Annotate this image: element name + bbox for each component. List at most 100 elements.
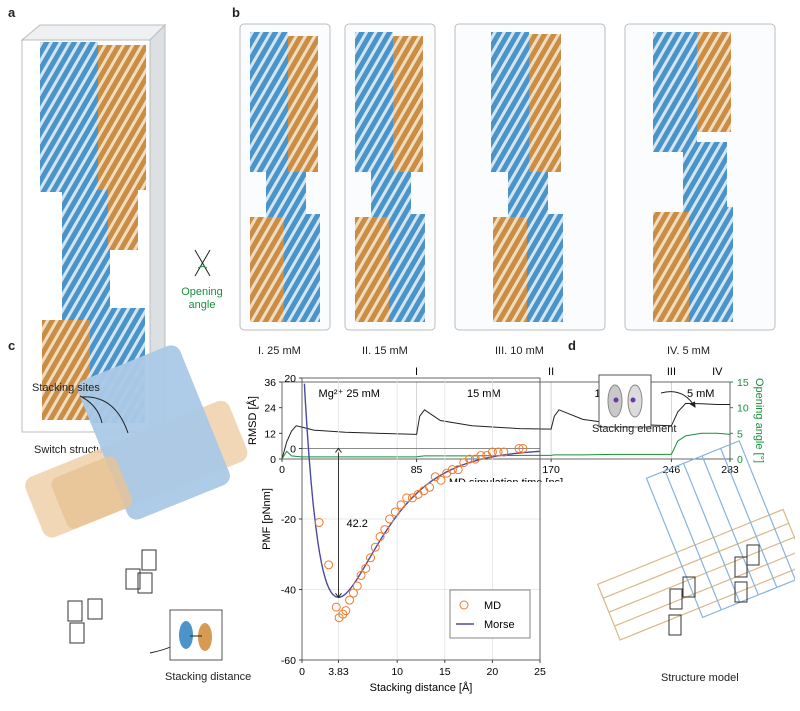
- legend-md-marker: [459, 600, 469, 610]
- md-data-point: [447, 465, 457, 475]
- md-data-point: [396, 500, 406, 510]
- md-snapshots: [239, 23, 776, 331]
- panel-label-a: a: [8, 5, 16, 20]
- rmsd-segment-label: 5 mM: [687, 388, 715, 400]
- md-data-point: [514, 444, 524, 453]
- panel-label-d: d: [568, 338, 576, 353]
- depth-arrow-head-top: [335, 447, 342, 453]
- md-data-point: [341, 606, 351, 616]
- angle-ylabel: Opening angle [°]: [753, 378, 765, 463]
- opening-angle-icon: [194, 249, 211, 277]
- snapshot-2-image: [344, 23, 436, 331]
- rmsd-xtick-label: 0: [279, 464, 285, 476]
- depth-annotation: 42.2: [346, 518, 367, 530]
- pmf-xtick-label: 3.83: [328, 666, 349, 678]
- rmsd-marker-label: I: [415, 366, 418, 378]
- pmf-xtick-label: 15: [439, 666, 451, 678]
- md-data-point: [356, 570, 366, 580]
- structure-model-illustration: [596, 374, 795, 641]
- pmf-ytick-label: 0: [290, 444, 296, 456]
- md-data-point: [366, 553, 376, 563]
- md-data-point: [487, 447, 497, 457]
- snapshot-1-image: [239, 23, 331, 331]
- rmsd-xlabel: MD simulation time [ns]: [449, 477, 563, 482]
- md-data-point: [459, 458, 469, 468]
- morse-curve: [303, 383, 540, 599]
- rmsd-xtick-label: 170: [542, 464, 560, 476]
- switch-structure-image: [20, 23, 167, 434]
- structure-model-caption: Structure model: [661, 672, 739, 684]
- md-data-point: [352, 581, 362, 591]
- stacking-element-label: Stacking element: [592, 423, 677, 435]
- pmf-ytick-label: -40: [281, 585, 296, 597]
- snapshot-3-caption: III. 10 mM: [495, 345, 544, 357]
- rmsd-ytick-label: 24: [264, 403, 276, 415]
- snapshot-3-image: [454, 23, 606, 331]
- md-data-point: [314, 518, 324, 528]
- angle-ytick-label: 15: [737, 377, 749, 389]
- snapshot-2-caption: II. 15 mM: [362, 345, 408, 357]
- panel-label-c: c: [8, 338, 16, 353]
- rmsd-ytick-label: 12: [264, 428, 276, 440]
- opening-angle-label-line2: angle: [188, 299, 216, 311]
- pmf-xtick-label: 0: [299, 666, 305, 678]
- pmf-ytick-label: -20: [281, 514, 296, 526]
- rmsd-xtick-label: 85: [411, 464, 423, 476]
- rmsd-ytick-label: 0: [270, 454, 276, 466]
- md-data-point: [361, 563, 371, 573]
- pmf-xtick-label: 10: [391, 666, 403, 678]
- pmf-xtick-label: 25: [534, 666, 546, 678]
- pmf-xtick-label: 20: [487, 666, 499, 678]
- md-data-point: [324, 560, 334, 570]
- md-data-point: [331, 602, 341, 612]
- opening-angle-label: Opening angle: [174, 286, 230, 312]
- rmsd-marker-label: III: [667, 366, 676, 378]
- legend-md-label: MD: [484, 600, 501, 612]
- md-data-point: [419, 486, 429, 496]
- rmsd-marker-label: IV: [712, 366, 723, 378]
- stacking-sites-label: Stacking sites: [32, 382, 100, 394]
- md-data-point: [499, 447, 509, 457]
- md-data-point: [402, 493, 412, 503]
- md-data-point: [375, 532, 385, 542]
- rmsd-marker-label: II: [548, 366, 554, 378]
- md-data-point: [470, 454, 480, 464]
- rmsd-series-line: [281, 402, 730, 460]
- md-data-point: [436, 475, 446, 485]
- angle-ytick-label: 10: [737, 403, 749, 415]
- rmsd-segment-label: Mg²⁺ 25 mM: [319, 388, 380, 400]
- pmf-ytick-label: -60: [281, 655, 296, 667]
- md-data-point: [518, 444, 528, 453]
- md-data-point: [348, 588, 358, 598]
- rmsd-ylabel: RMSD [Å]: [246, 396, 259, 445]
- md-data-point: [390, 507, 400, 517]
- md-data-point: [370, 542, 380, 552]
- stacking-distance-label: Stacking distance: [165, 671, 252, 683]
- angle-ytick-label: 5: [737, 428, 743, 440]
- pmf-ytick-label: 20: [284, 373, 296, 385]
- rmsd-xtick-label: 283: [721, 464, 739, 476]
- md-data-point: [493, 447, 503, 457]
- angle-ytick-label: 0: [737, 454, 743, 466]
- md-data-point: [425, 482, 435, 492]
- pmf-ylabel: PMF [pNnm]: [261, 488, 273, 550]
- depth-arrow-head-bottom: [335, 592, 342, 599]
- md-data-point: [345, 595, 355, 605]
- md-data-point: [465, 454, 475, 464]
- md-data-point: [380, 525, 390, 535]
- opening-angle-label-line1: Opening: [181, 286, 223, 298]
- md-data-point: [476, 451, 486, 461]
- rmsd-plot-frame: [281, 381, 731, 460]
- pmf-legend: [449, 589, 531, 639]
- panel-label-b: b: [232, 5, 240, 20]
- stacking-sites-illustration: [25, 345, 248, 661]
- snapshot-4-image: [624, 23, 776, 331]
- md-data-point: [385, 514, 395, 524]
- rmsd-ytick-label: 36: [264, 377, 276, 389]
- snapshot-1-caption: I. 25 mM: [258, 345, 301, 357]
- snapshot-4-caption: IV. 5 mM: [667, 345, 710, 357]
- legend-morse-label: Morse: [484, 619, 515, 631]
- pmf-xlabel: Stacking distance [Å]: [370, 681, 473, 694]
